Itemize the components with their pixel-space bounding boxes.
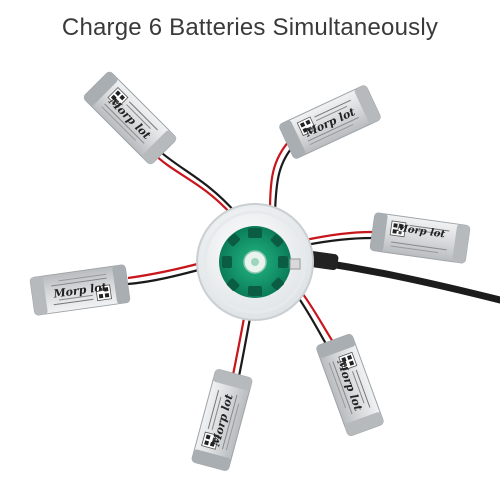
battery-top-left: Morp lot (82, 70, 178, 166)
battery-top-right: Morp lot (277, 83, 383, 161)
battery-right: Morp lot (369, 212, 471, 264)
battery-bottom-left: Morp lot (190, 368, 254, 472)
charger-hub (196, 203, 314, 321)
power-cable (314, 258, 500, 304)
battery-left: Morp lot (29, 264, 131, 316)
headline: Charge 6 Batteries Simultaneously (61, 14, 439, 41)
battery-bottom-right: Morp lot (315, 332, 385, 438)
